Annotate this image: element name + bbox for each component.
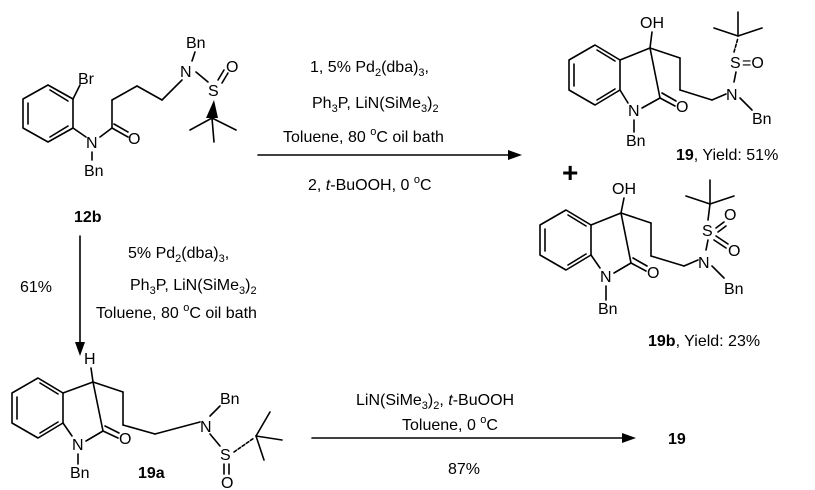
atom-s: S (208, 83, 219, 100)
bottom-yield: 87% (448, 461, 480, 478)
atom-o-ring-19a: O (119, 431, 131, 448)
down-conditions-line1: 5% Pd2(dba)3, (128, 245, 229, 265)
top-conditions-line4: 2, t-BuOOH, 0 oC (308, 174, 432, 194)
atom-n-ring-19b: N (600, 269, 612, 286)
top-conditions-line2: Ph3P, LiN(SiMe3)2 (312, 95, 439, 115)
atom-n-sulf-19a: N (200, 419, 212, 436)
atom-n-ring-19: N (628, 103, 640, 120)
label-19-yield: 19, Yield: 51% (676, 147, 778, 164)
atom-o2-19b: O (728, 243, 740, 260)
bottom-reaction-arrow (311, 433, 636, 443)
atom-bn-sulf-19a: Bn (220, 391, 240, 408)
compound-19-structure: N O Bn OH N Bn S =O (568, 11, 772, 150)
down-conditions-line3: Toluene, 80 oC oil bath (96, 302, 257, 322)
label-19b-yield: 19b, Yield: 23% (648, 333, 760, 350)
atom-oh-19b: OH (612, 181, 636, 198)
atom-s-19b: S (702, 223, 713, 240)
atom-o1-19b: O (724, 207, 736, 224)
atom-h-19a: H (84, 351, 96, 368)
atom-bn-sulf-19: Bn (752, 111, 772, 128)
atom-oh-19: OH (640, 15, 664, 32)
down-conditions-line2: Ph3P, LiN(SiMe3)2 (130, 277, 257, 297)
atom-bn-ring-19: Bn (626, 133, 646, 150)
atom-o-amide: O (128, 131, 140, 148)
atom-o-ring-19: O (676, 99, 688, 116)
label-19-product: 19 (668, 431, 686, 448)
bottom-conditions-line2: Toluene, 0 oC (402, 414, 498, 434)
atom-n-sulf-19: N (726, 87, 738, 104)
atom-o-s-19a: O (221, 475, 233, 490)
atom-o-ring-19b: O (647, 265, 659, 282)
compound-19b-structure: N O Bn OH N Bn S O O (539, 179, 744, 318)
label-12b: 12b (74, 209, 102, 226)
down-reaction-arrow (75, 235, 85, 356)
atom-bn-ring-19a: Bn (70, 465, 90, 482)
top-conditions-line3: Toluene, 80 oC oil bath (283, 126, 444, 146)
atom-o-s: O (226, 59, 238, 76)
compound-12b-structure: Br N Bn O N Bn S O (22, 35, 238, 180)
atom-n-ring-19a: N (72, 437, 84, 454)
label-19a: 19a (138, 465, 165, 482)
atom-o-s-19: =O (742, 55, 764, 72)
atom-n-amide: N (86, 135, 98, 152)
atom-n-sulf-19b: N (698, 255, 710, 272)
bottom-conditions-line1: LiN(SiMe3)2, t-BuOOH (356, 392, 514, 412)
atom-s-19: S (730, 55, 741, 72)
atom-bn-amide: Bn (84, 163, 104, 180)
atom-s-19a: S (220, 447, 231, 464)
atom-bn-sulf-19b: Bn (724, 281, 744, 298)
atom-n-sulfinamide: N (180, 64, 192, 81)
atom-br: Br (78, 71, 95, 88)
plus-sign: + (562, 157, 578, 188)
atom-bn-ring-19b: Bn (598, 301, 618, 318)
top-conditions-line1: 1, 5% Pd2(dba)3, (310, 59, 429, 79)
atom-bn-sulfinamide: Bn (186, 35, 206, 52)
down-yield: 61% (20, 279, 52, 296)
compound-19a-structure: N O Bn H N Bn S O (11, 351, 283, 490)
top-reaction-arrow (257, 150, 522, 160)
